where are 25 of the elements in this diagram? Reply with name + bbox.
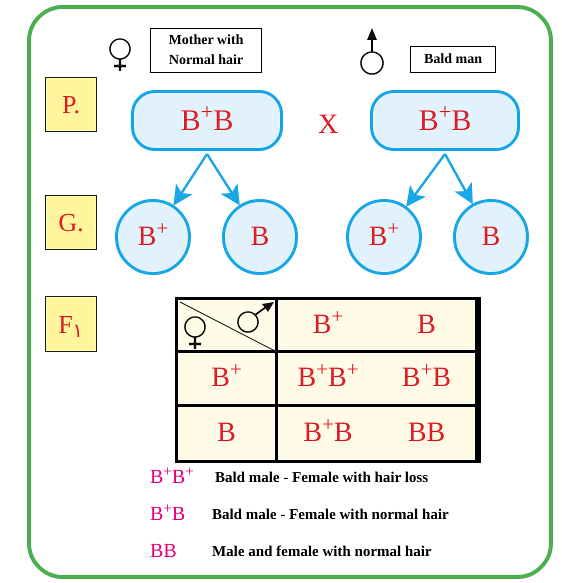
allele-label: B$^{+}$ xyxy=(211,357,242,396)
genotype-label: B$^{+}$B xyxy=(303,412,353,450)
arrow xyxy=(406,153,446,207)
genotype-label: BB xyxy=(408,416,446,450)
generation-tag: P. xyxy=(45,77,97,132)
arrow xyxy=(206,153,240,206)
allele-label: B xyxy=(417,308,436,342)
genotype-label: B$^{+}$B$^{+}$ xyxy=(297,357,359,396)
genotype-key: B$^{+}$B xyxy=(150,502,186,526)
genotype-box: B$^{+}$B xyxy=(370,90,520,151)
allele-label: B$^{+}$ xyxy=(312,304,344,342)
caption-box: Mother with Normal hair xyxy=(150,28,262,73)
phenotype-description: Bald male - Female with hair loss xyxy=(215,469,428,488)
genotype-label: B$^{+}$B xyxy=(402,357,452,396)
genotype-label: B xyxy=(217,416,236,450)
phenotype-description: Male and female with normal hair xyxy=(212,543,432,562)
arrow xyxy=(173,153,208,206)
arrow xyxy=(444,153,473,204)
genotype-box: B$^{+}$B xyxy=(131,90,283,151)
genotype-key: B$^{+}$B$^{+}$ xyxy=(150,465,194,489)
generation-tag: G. xyxy=(45,195,97,250)
phenotype-description: Bald male - Female with normal hair xyxy=(212,506,449,525)
cross-symbol: X xyxy=(318,108,338,142)
caption-box: Bald man xyxy=(410,46,496,73)
genotype-key: BB xyxy=(150,539,177,563)
